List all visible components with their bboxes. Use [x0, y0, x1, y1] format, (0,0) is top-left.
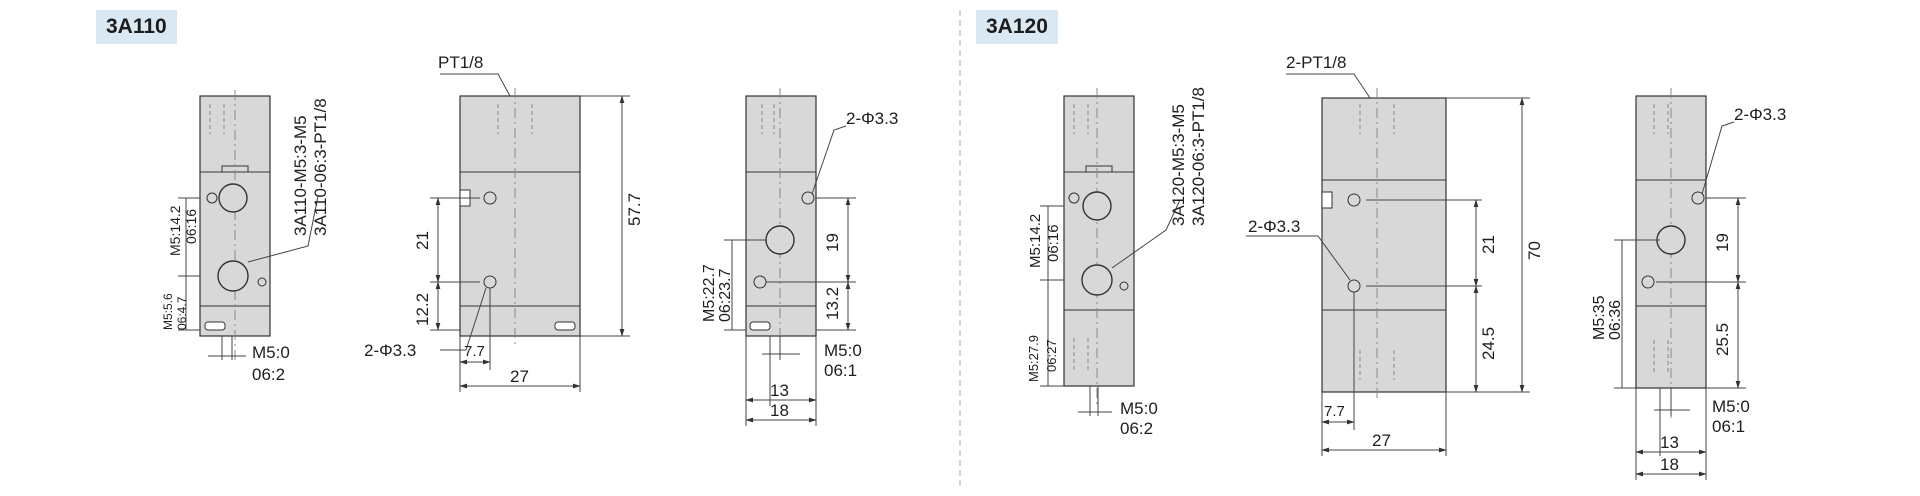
- dim-label: 06:27: [1044, 339, 1059, 372]
- valve-body: [1321, 97, 1447, 393]
- valve-body: [459, 95, 581, 337]
- view-3a120-left: 3A120-M5:3-M5 3A120-06:3-PT1/8 M5:14.2 0…: [1026, 87, 1208, 438]
- port-hole: [217, 260, 249, 292]
- port-label-line1: 3A110-M5:3-M5: [291, 115, 310, 236]
- mount-hole: [483, 191, 497, 205]
- dim-label: 06:4.7: [175, 296, 189, 330]
- port-hole: [1081, 264, 1113, 296]
- dim-label: M5:5.6: [161, 293, 175, 330]
- dim-label: 7.7: [464, 343, 485, 360]
- dim-label: 70: [1525, 241, 1544, 260]
- dim-label: 27: [510, 367, 529, 386]
- port-hole: [1082, 191, 1112, 221]
- dim-label: 21: [1479, 235, 1498, 254]
- dim-label: M5:0: [252, 343, 290, 362]
- mount-hole: [1641, 275, 1655, 289]
- dim-label: M5:14.2: [167, 205, 183, 256]
- dim-label: 19: [823, 233, 842, 252]
- mount-hole: [801, 191, 815, 205]
- port-label: 2-PT1/8: [1286, 53, 1346, 72]
- dim-label: M5:22.7: [701, 264, 718, 322]
- mount-hole: [206, 192, 218, 204]
- dim-label: 06:2: [1120, 419, 1153, 438]
- port-label: PT1/8: [438, 53, 483, 72]
- valve-body: [1063, 95, 1135, 387]
- dim-label: 06:1: [1712, 417, 1745, 436]
- mount-hole: [1347, 193, 1361, 207]
- dim-label: 13.2: [823, 287, 842, 320]
- dim-label: 06:2: [252, 365, 285, 384]
- dim-label: 27: [1372, 431, 1391, 450]
- port-hole: [218, 183, 248, 213]
- dim-label: 06:36: [1607, 300, 1624, 340]
- dim-label: 19: [1713, 233, 1732, 252]
- view-3a110-middle: PT1/8 57.7 21 12.2 7.7 27 2-Φ3.3: [364, 53, 644, 392]
- port-label-line2: 3A110-06:3-PT1/8: [311, 98, 330, 236]
- dim-label: M5:35: [1591, 295, 1608, 340]
- mount-hole: [257, 277, 267, 287]
- hole-label: 2-Φ3.3: [1734, 105, 1786, 124]
- port-label-line1: 3A120-M5:3-M5: [1169, 104, 1188, 226]
- dim-label: 13: [1660, 433, 1679, 452]
- dim-label: M5:0: [824, 341, 862, 360]
- valve-body: [745, 95, 817, 337]
- dim-label: 06:16: [1045, 224, 1062, 262]
- mount-hole: [1691, 191, 1705, 205]
- port-hole: [1656, 225, 1686, 255]
- dim-label: 12.2: [413, 293, 432, 326]
- dim-label: 18: [770, 401, 789, 420]
- dim-label: 06:23.7: [717, 269, 734, 322]
- view-3a110-right: 2-Φ3.3 19 13.2 M5:22.7 06:23.7 M5:0 06:1…: [701, 88, 898, 426]
- dim-label: 57.7: [625, 193, 644, 226]
- dim-label: 13: [770, 381, 789, 400]
- dim-label: 21: [413, 231, 432, 250]
- view-3a120-middle: 2-PT1/8 2-Φ3.3 21 24.5 70 7.7 27: [1246, 53, 1544, 456]
- dim-label: M5:14.2: [1027, 214, 1044, 268]
- hole-label: 2-Φ3.3: [364, 341, 416, 360]
- model-tag-3a120: 3A120: [976, 10, 1058, 44]
- dim-label: 06:16: [183, 209, 199, 244]
- port-hole: [765, 225, 795, 255]
- dim-label: 18: [1660, 455, 1679, 474]
- dim-label: 7.7: [1324, 403, 1345, 420]
- dim-label: M5:0: [1120, 399, 1158, 418]
- model-tag-3a110: 3A110: [96, 10, 177, 44]
- view-3a120-right: 2-Φ3.3 19 25.5 M5:35 06:36 M5:0 06:1 13 …: [1591, 88, 1786, 480]
- mount-hole: [1119, 281, 1129, 291]
- view-3a110-left: 3A110-M5:3-M5 3A110-06:3-PT1/8 M5:14.2 0…: [161, 90, 330, 384]
- dim-label: 06:1: [824, 361, 857, 380]
- port-label-line2: 3A120-06:3-PT1/8: [1189, 87, 1208, 226]
- dim-label: 24.5: [1479, 327, 1498, 360]
- hole-label: 2-Φ3.3: [846, 109, 898, 128]
- hole-label: 2-Φ3.3: [1248, 217, 1300, 236]
- dim-label: M5:0: [1712, 397, 1750, 416]
- mount-hole: [1068, 192, 1080, 204]
- dim-label: M5:27.9: [1026, 335, 1041, 382]
- dim-label: 25.5: [1713, 323, 1732, 356]
